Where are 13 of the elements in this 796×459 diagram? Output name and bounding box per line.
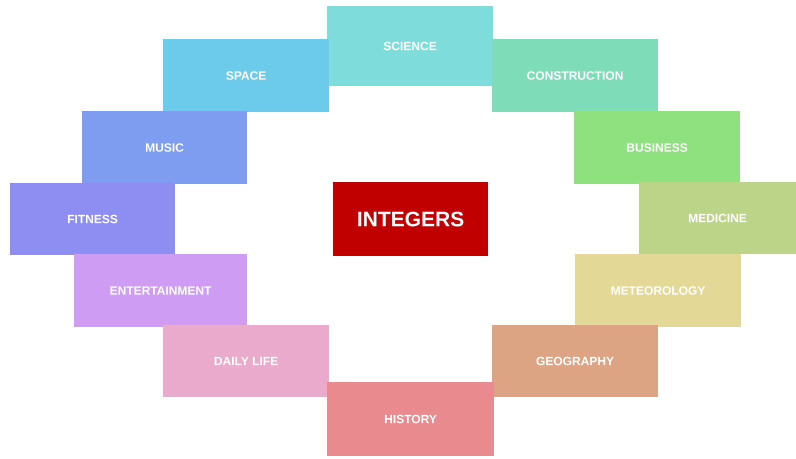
topic-box: HISTORY [327,382,494,456]
topic-box: CONSTRUCTION [492,39,658,112]
topic-box: METEOROLOGY [575,254,741,327]
topic-box: FITNESS [10,183,175,255]
topic-box: SPACE [163,39,329,112]
topic-box: GEOGRAPHY [492,325,658,397]
topic-box: MUSIC [82,111,247,184]
topic-box: ENTERTAINMENT [74,254,247,327]
central-box: INTEGERS [333,182,488,256]
topic-box: MEDICINE [639,182,796,254]
topic-box: DAILY LIFE [163,325,329,397]
topic-box: BUSINESS [574,111,740,184]
topic-box: SCIENCE [327,6,493,86]
